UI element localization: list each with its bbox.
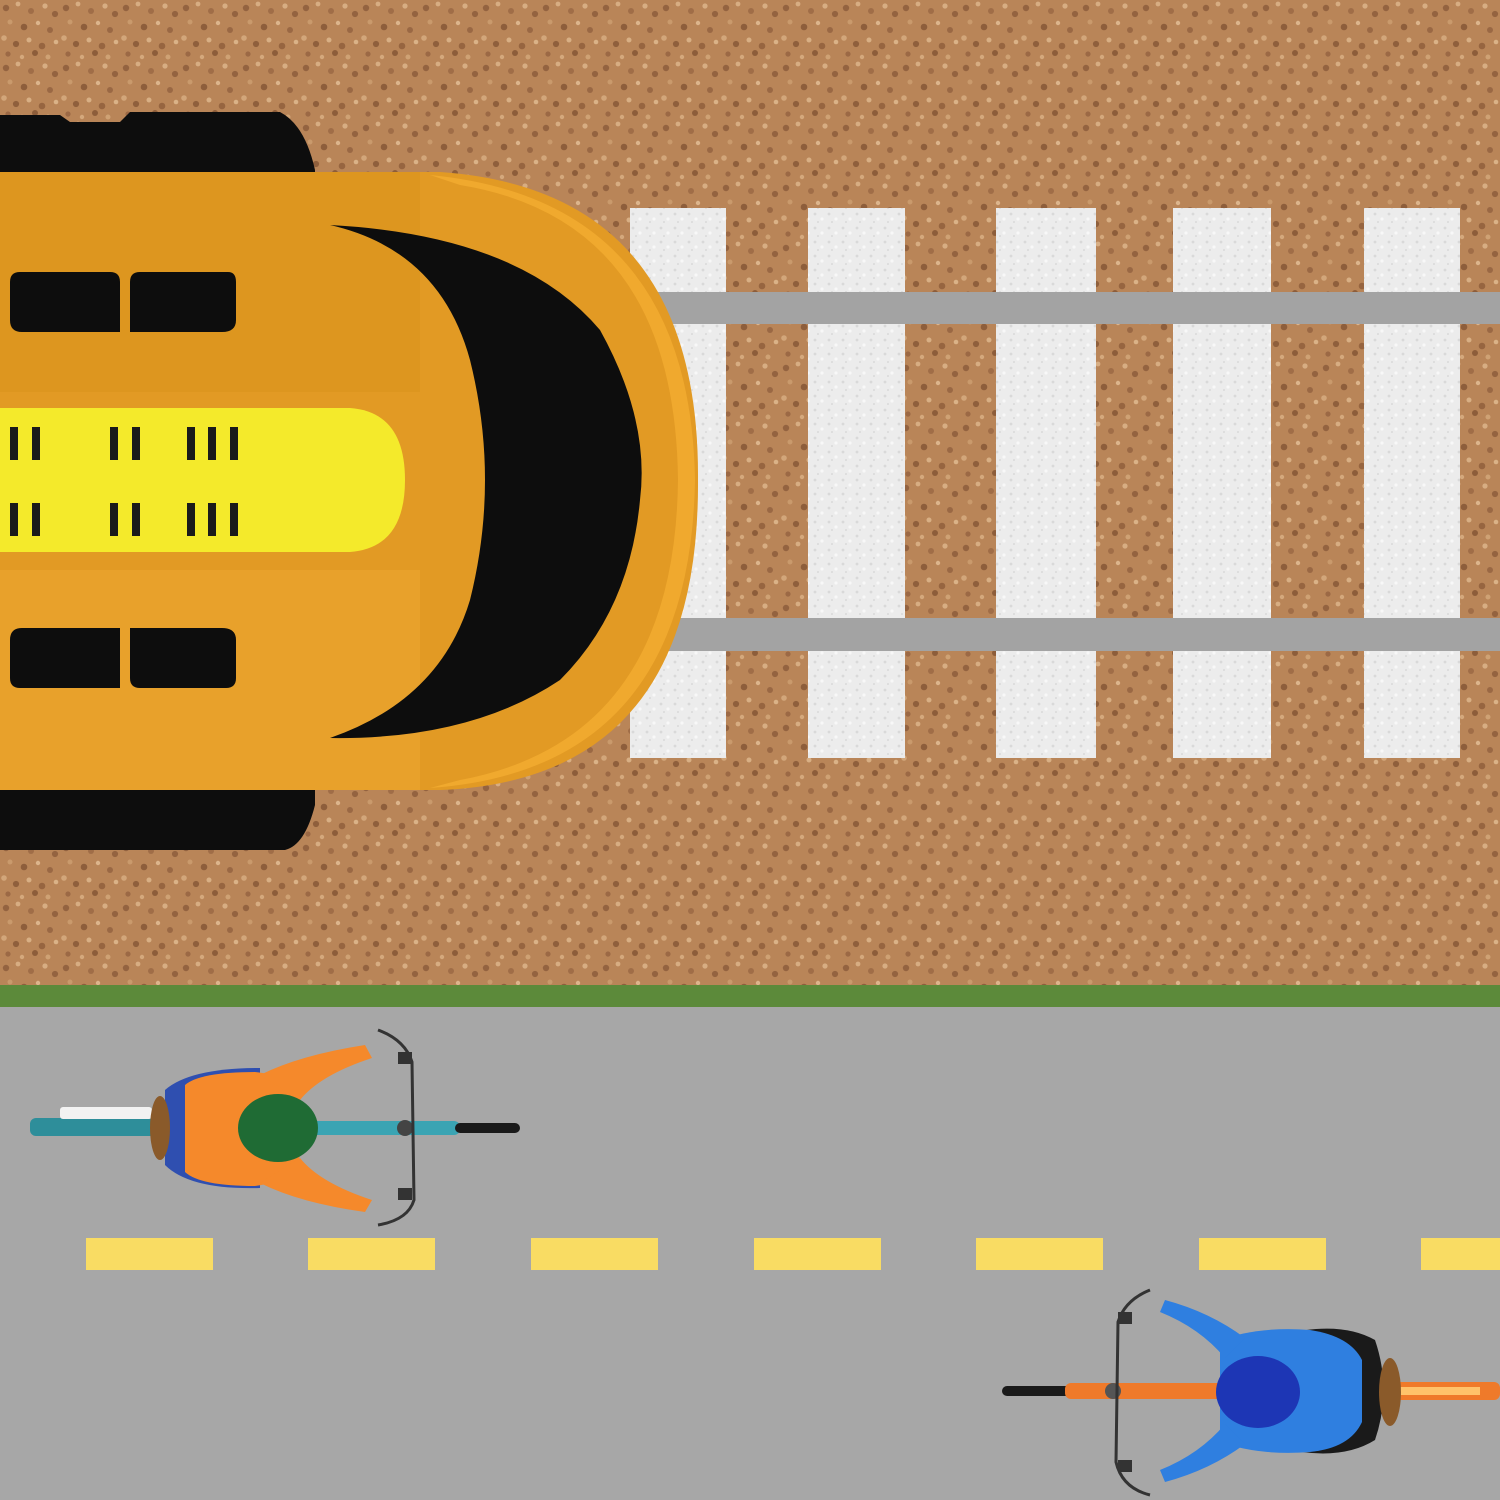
grass-edge: [0, 985, 1500, 1007]
lane-dash: [531, 1238, 658, 1270]
lane-dash: [1199, 1238, 1326, 1270]
track-sleeper: [996, 208, 1096, 758]
track-sleeper: [808, 208, 905, 758]
cyclist-icon: [30, 1028, 520, 1227]
lane-markings: [86, 1238, 1500, 1270]
lane-dash: [308, 1238, 435, 1270]
cyclist-icon: [1002, 1288, 1500, 1497]
lane-dash: [976, 1238, 1103, 1270]
train-top-view: [0, 112, 699, 850]
lane-dash: [1421, 1238, 1500, 1270]
lane-dash: [754, 1238, 881, 1270]
railway-track: [560, 208, 1500, 758]
lane-dash: [86, 1238, 213, 1270]
track-rail-bottom: [560, 618, 1500, 651]
track-rail-top: [560, 292, 1500, 324]
track-sleeper: [1173, 208, 1271, 758]
track-sleeper: [1364, 208, 1460, 758]
